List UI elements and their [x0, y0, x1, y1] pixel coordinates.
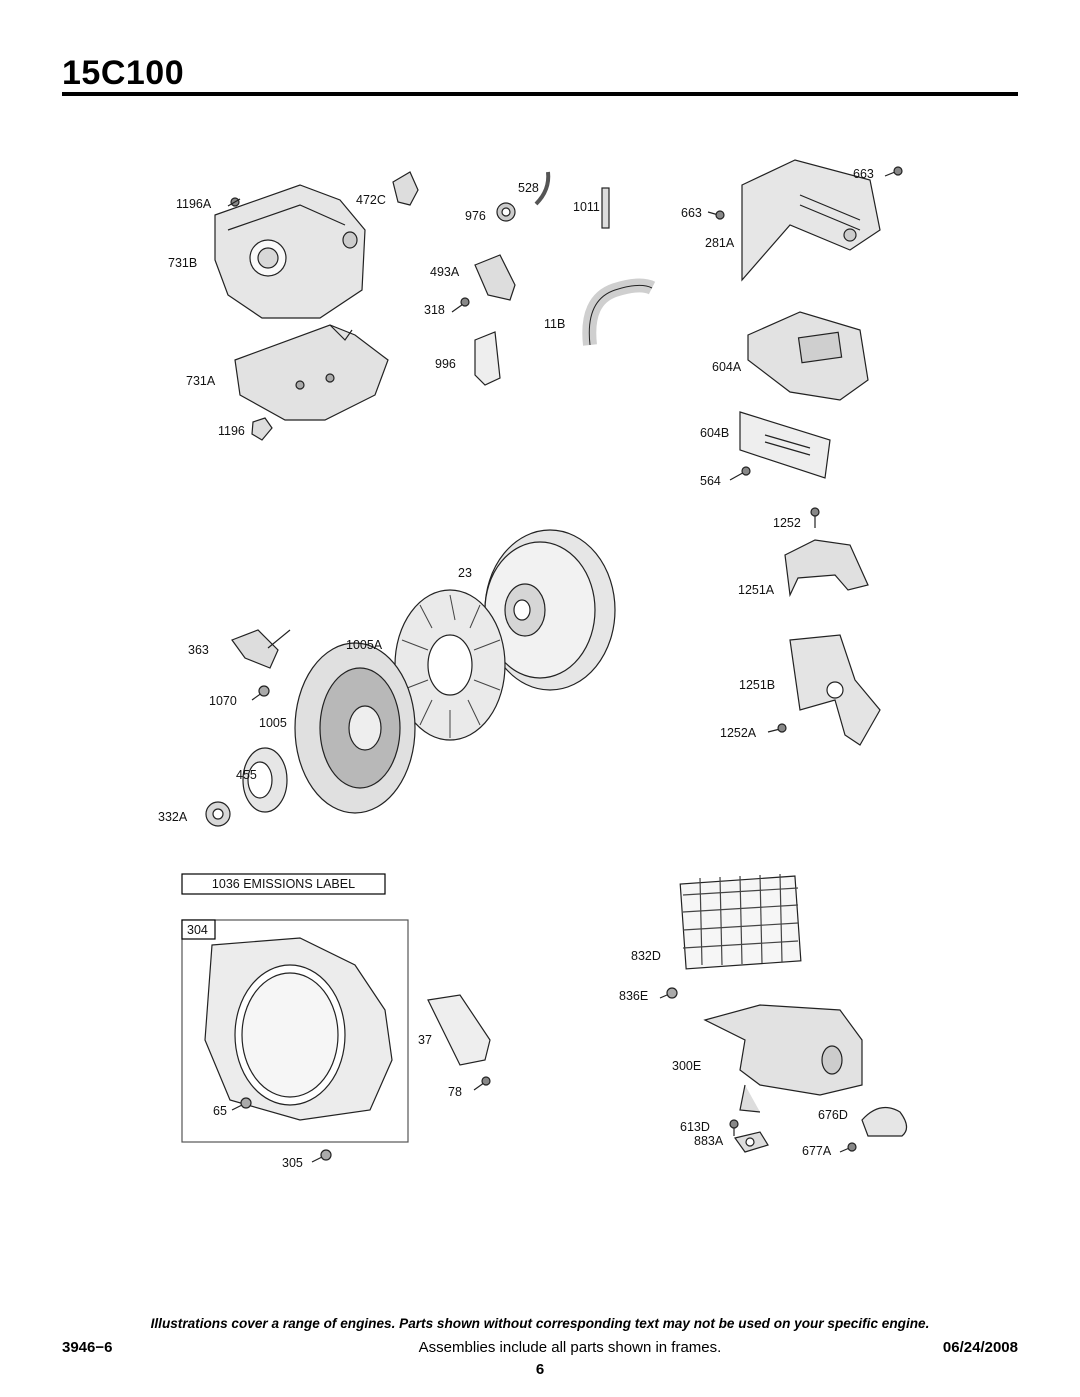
part-label: 363 [188, 643, 209, 657]
emissions-label-box [181, 873, 386, 895]
part-label: 1070 [209, 694, 237, 708]
part-label: 676D [818, 1108, 848, 1122]
part-label: 663 [681, 206, 702, 220]
part-label: 564 [700, 474, 721, 488]
screw-1252-icon [810, 507, 820, 528]
screw-78-icon [473, 1076, 491, 1091]
plate-604B [739, 411, 831, 479]
nut-1196-icon [251, 417, 273, 441]
part-label: 23 [458, 566, 472, 580]
part-label: 305 [282, 1156, 303, 1170]
part-label: 883A [694, 1134, 724, 1148]
part-label: 996 [435, 357, 456, 371]
part-label: 613D [680, 1120, 710, 1134]
screw-318-icon [451, 297, 470, 313]
part-label: 472C [356, 193, 386, 207]
screw-305-icon [311, 1149, 332, 1163]
disclaimer: Illustrations cover a range of engines. … [150, 1316, 930, 1331]
document-code: 3946−6 [62, 1339, 113, 1356]
screw-613D-icon [729, 1119, 739, 1136]
part-label: 836E [619, 989, 648, 1003]
screw-1252A-icon [767, 723, 787, 733]
screw-1196A-icon [227, 197, 241, 207]
cup-455 [242, 747, 288, 813]
cover-604A [747, 311, 869, 401]
fan-1005A [394, 589, 506, 741]
deflector-676D-icon [861, 1106, 908, 1137]
tube-528-icon [534, 171, 551, 206]
part-label: 455 [236, 768, 257, 782]
part-label: 663 [853, 167, 874, 181]
fitting-1011-icon [601, 187, 610, 229]
shroud-281A [741, 159, 881, 282]
part-label: 528 [518, 181, 539, 195]
flywheel-23 [484, 529, 616, 691]
blower-housing [204, 937, 393, 1121]
part-label: 1251A [738, 583, 775, 597]
air-cleaner-housing-731B [214, 184, 366, 319]
part-label: 1005A [346, 638, 383, 652]
part-label: 1005 [259, 716, 287, 730]
part-label: 11B [544, 317, 565, 331]
part-label: 1251B [739, 678, 775, 692]
gasket-883A-icon [733, 1131, 769, 1153]
part-label: 604A [712, 360, 742, 374]
shield-1251A [784, 539, 869, 598]
shield-1251B [789, 634, 881, 746]
frame-304 [181, 919, 409, 1143]
nut-332A-icon [205, 801, 231, 827]
part-label: 1252A [720, 726, 757, 740]
part-label: 731A [186, 374, 216, 388]
grommet-976-icon [496, 202, 516, 222]
knob-472C-icon [392, 171, 419, 206]
screw-677A-icon [839, 1142, 857, 1153]
part-label: 304 [187, 923, 208, 937]
muffler-guard-832D [679, 873, 802, 970]
part-label: 976 [465, 209, 486, 223]
part-label: 677A [802, 1144, 832, 1158]
part-label: 731B [168, 256, 197, 270]
screw-663b-icon [707, 210, 725, 220]
assembly-note: Assemblies include all parts shown in fr… [418, 1339, 722, 1356]
guard-37 [427, 994, 491, 1066]
part-label: 832D [631, 949, 661, 963]
fan-1005 [294, 642, 416, 814]
part-label: 1196A [176, 197, 212, 211]
frame-304-label-box [181, 919, 216, 940]
document-date: 06/24/2008 [942, 1339, 1018, 1356]
muffler-300E [703, 1004, 863, 1113]
bracket-363 [231, 629, 291, 669]
part-label: 318 [424, 303, 445, 317]
part-label: 37 [418, 1033, 432, 1047]
part-label: 604B [700, 426, 729, 440]
screw-836E-icon [659, 987, 678, 999]
part-label: 1252 [773, 516, 801, 530]
part-label: 1196 [218, 424, 245, 438]
air-cleaner-base-731A [234, 324, 389, 421]
part-label: 65 [213, 1104, 227, 1118]
part-label: 332A [158, 810, 188, 824]
gasket-996 [474, 331, 501, 386]
bracket-493A [474, 254, 516, 301]
title-rule [62, 92, 1018, 96]
part-label: 493A [430, 265, 460, 279]
screw-65-icon [231, 1097, 252, 1111]
part-label: 300E [672, 1059, 701, 1073]
hose-11B [582, 278, 656, 346]
page-title: 15C100 [62, 54, 185, 92]
screw-564-icon [729, 466, 751, 481]
screw-1070-icon [251, 685, 270, 701]
emissions-label: 1036 EMISSIONS LABEL [212, 877, 355, 891]
part-label: 281A [705, 236, 735, 250]
screw-663a-icon [884, 166, 903, 177]
part-label: 1011 [573, 200, 600, 214]
page-number: 6 [535, 1361, 545, 1378]
part-label: 78 [448, 1085, 462, 1099]
